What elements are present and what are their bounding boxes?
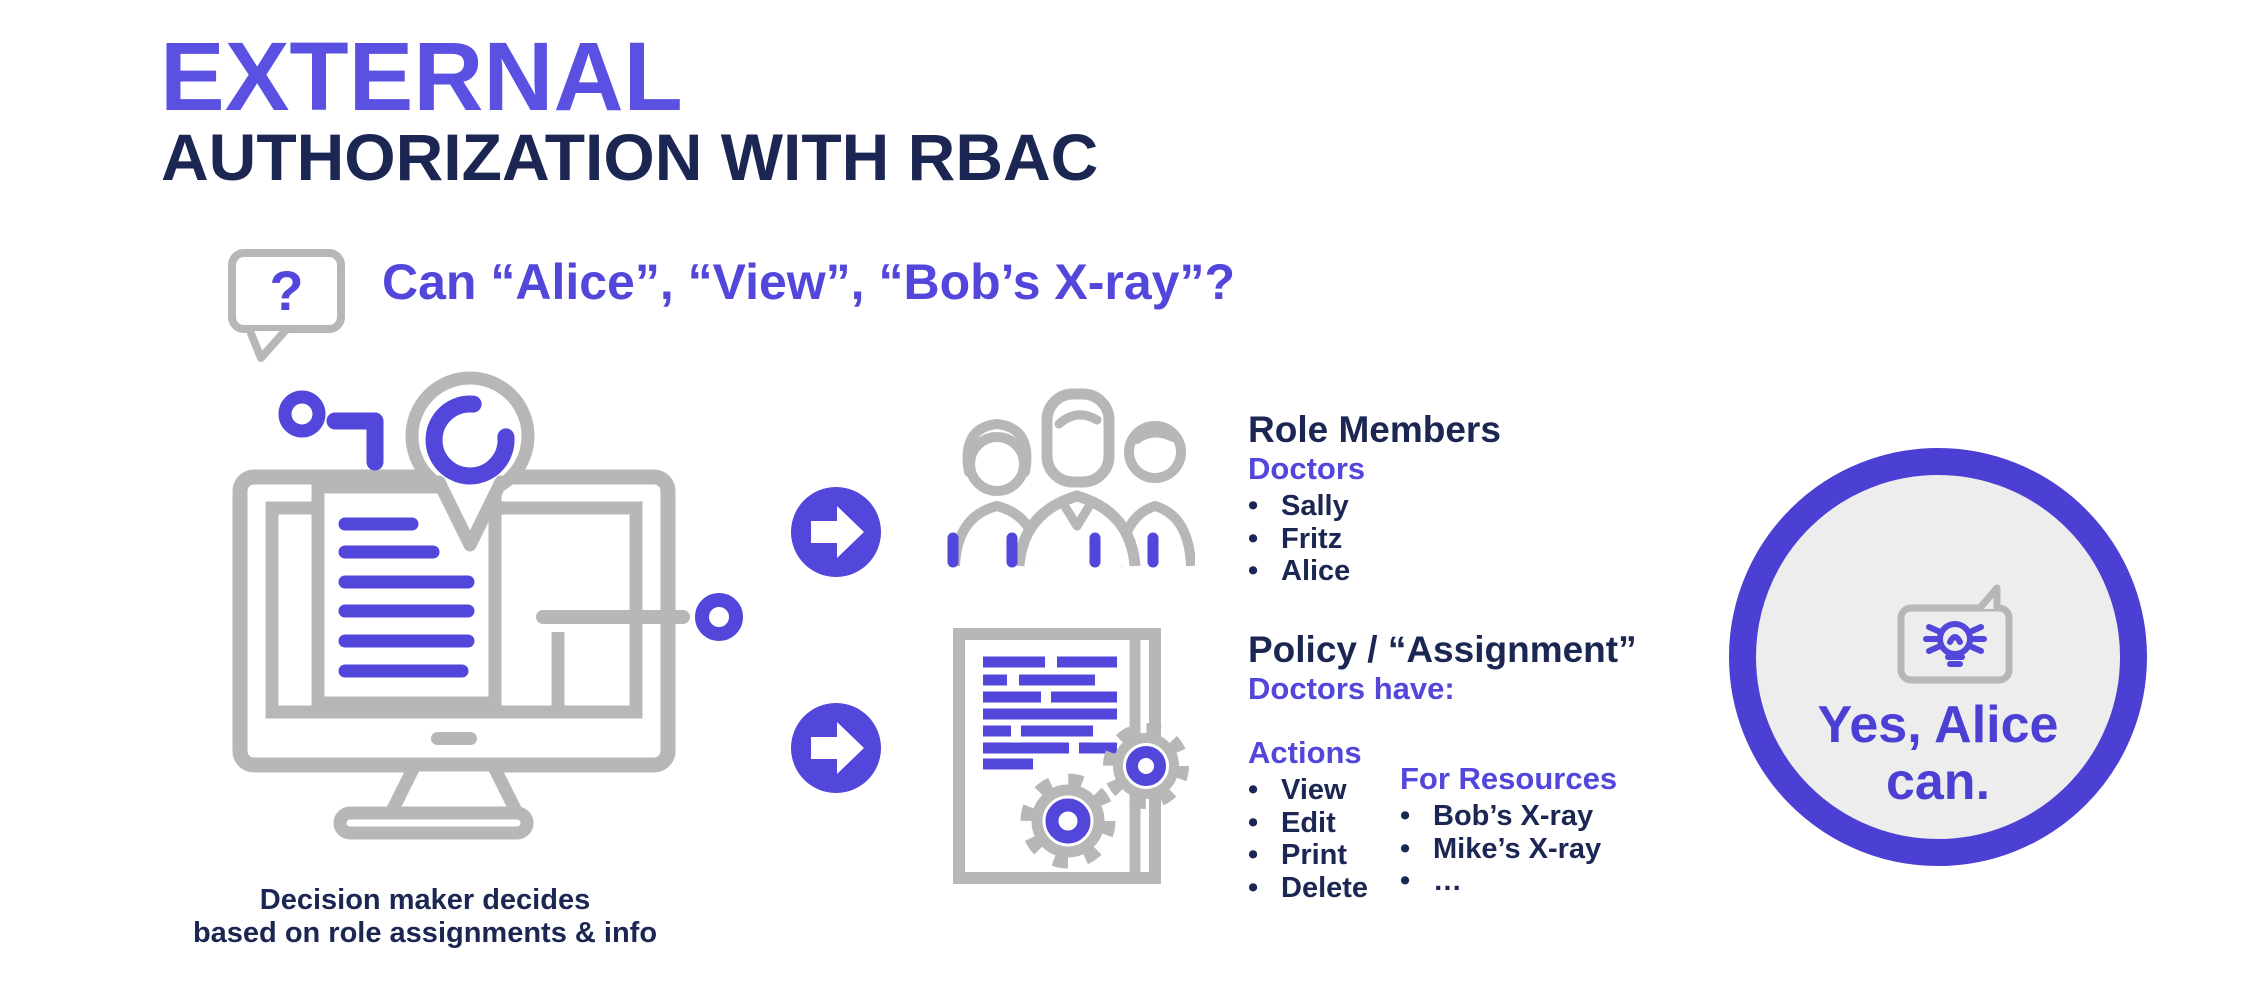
arrow-right-icon (791, 703, 881, 793)
member-item: Sally (1248, 490, 1501, 523)
person-left-icon (950, 418, 1044, 567)
role-members-people-icon (947, 388, 1195, 568)
role-members-heading: Role Members (1248, 409, 1501, 450)
gear-icon (1103, 723, 1189, 809)
policy-block: Policy / “Assignment” Doctors have: (1248, 630, 1637, 706)
decision-caption-line1: Decision maker decides (259, 884, 591, 916)
result-circle: Yes, Alice can. (1729, 448, 2147, 866)
person-center-icon (1013, 388, 1141, 567)
question-text: Can “Alice”, “View”, “Bob’s X-ray”? (382, 254, 1236, 310)
decision-caption-line2: based on role assignments & info (192, 917, 658, 949)
action-item: Delete (1248, 872, 1368, 905)
result-line2: can. (1885, 753, 1991, 811)
action-item: Edit (1248, 807, 1368, 840)
people-accent-marks (947, 532, 1159, 568)
policy-text-lines (983, 656, 1117, 770)
page-title: EXTERNAL (160, 22, 683, 131)
decorative-dot-icon (278, 390, 326, 438)
actions-list: View Edit Print Delete (1248, 774, 1368, 904)
lightbulb-icon (1923, 621, 1987, 667)
location-pin-icon (405, 371, 535, 552)
resource-item: Bob’s X-ray (1400, 800, 1617, 833)
decorative-elbow-icon (326, 412, 384, 471)
page-subtitle: AUTHORIZATION WITH RBAC (161, 120, 1099, 194)
policy-document-icon (953, 628, 1189, 884)
result-line1: Yes, Alice (1817, 696, 2059, 754)
policy-subheading: Doctors have: (1248, 671, 1455, 706)
action-item: View (1248, 774, 1368, 807)
actions-heading: Actions (1248, 735, 1362, 770)
question-bubble-tail-icon (247, 330, 289, 362)
action-item: Print (1248, 839, 1368, 872)
decision-caption: Decision maker decides based on role ass… (178, 884, 672, 950)
result-text: Yes, Alice can. (1756, 697, 2120, 811)
lightbulb-bubble-icon (1897, 584, 2013, 684)
connector-dot-icon (695, 593, 743, 641)
resource-item: Mike’s X-ray (1400, 833, 1617, 866)
resource-item: … (1400, 865, 1617, 898)
policy-heading: Policy / “Assignment” (1248, 629, 1637, 670)
resources-heading: For Resources (1400, 761, 1618, 796)
member-item: Alice (1248, 555, 1501, 588)
decision-system-icon (232, 371, 743, 840)
actions-column: Actions View Edit Print Delete (1248, 736, 1368, 904)
resources-list: Bob’s X-ray Mike’s X-ray … (1400, 800, 1617, 898)
role-members-list: Sally Fritz Alice (1248, 490, 1501, 588)
role-members-block: Role Members Doctors Sally Fritz Alice (1248, 410, 1501, 588)
question-mark-glyph: ? (269, 259, 304, 322)
gear-icon (1020, 773, 1116, 869)
member-item: Fritz (1248, 523, 1501, 556)
resources-column: For Resources Bob’s X-ray Mike’s X-ray … (1400, 762, 1617, 898)
document-text-lines (338, 517, 475, 678)
role-label: Doctors (1248, 451, 1366, 486)
question-bubble-icon: ? (228, 249, 345, 333)
arrow-right-icon (791, 487, 881, 577)
